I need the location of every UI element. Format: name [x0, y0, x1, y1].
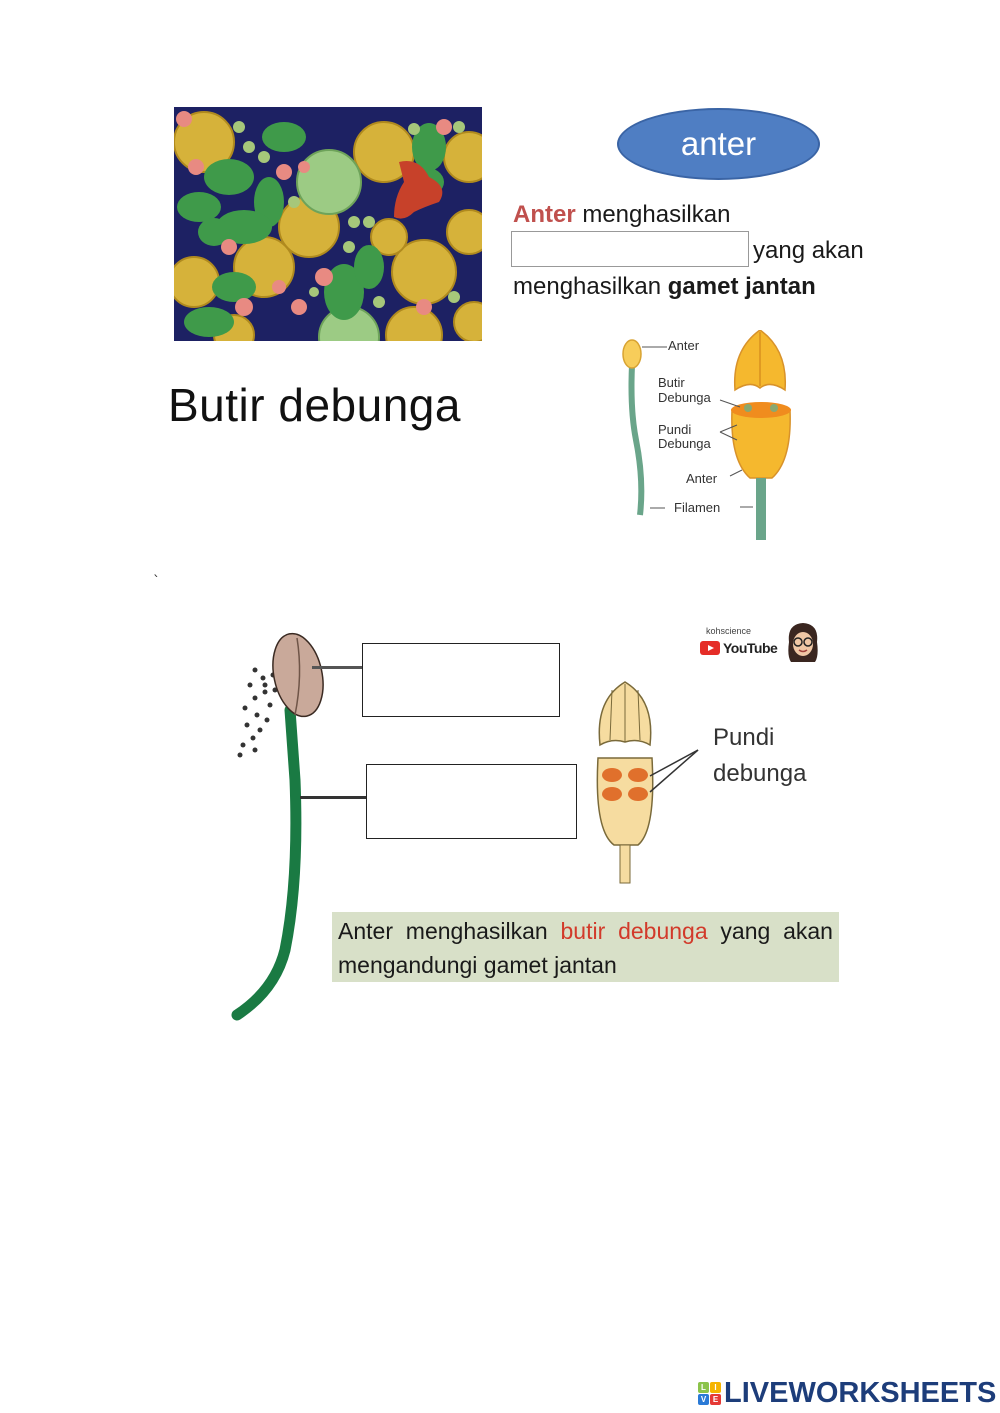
liveworksheets-logo: L I V E LIVEWORKSHEETS: [698, 1377, 996, 1410]
anter-oval-label: anter: [617, 108, 820, 180]
highlight-anter: Anter: [513, 201, 576, 228]
answer-box-anther[interactable]: [362, 643, 560, 717]
stray-mark: `: [153, 574, 160, 590]
pollen-grains-image: [174, 107, 482, 341]
answer-input-anter-produces[interactable]: [511, 231, 749, 267]
pundi-line-1: Pundi: [713, 724, 775, 751]
pollen-caption: Butir debunga: [168, 379, 461, 431]
label-debunga-2: Debunga: [658, 436, 711, 451]
oval-text: anter: [680, 125, 757, 162]
pundi-line-2: debunga: [713, 760, 807, 787]
note-highlight: butir debunga: [560, 918, 708, 944]
liveworksheets-brand: LIVEWORKSHEETS: [724, 1377, 997, 1409]
stamen-diagram: Anter Butir Debunga Pundi Debunga Anter …: [610, 329, 810, 545]
arrow-to-anther: [312, 666, 362, 669]
anther-cross-section: [590, 680, 700, 885]
gamet-jantan-bold: gamet jantan: [667, 273, 816, 300]
explanation-note: Anter menghasilkan butir debunga yang ak…: [332, 912, 839, 982]
avatar-icon: [785, 620, 821, 664]
note-suffix: yang akan mengandungi gamet jantan: [338, 918, 833, 978]
label-anter-top: Anter: [668, 338, 700, 353]
icon-letter-i: I: [710, 1382, 721, 1393]
answer-box-filament[interactable]: [366, 764, 577, 839]
label-butir: Butir: [658, 375, 685, 390]
paragraph-line-3: menghasilkan gamet jantan: [513, 269, 913, 305]
pundi-debunga-label: Pundi debunga: [713, 720, 806, 792]
icon-letter-l: L: [698, 1382, 709, 1393]
note-prefix: Anter menghasilkan: [338, 918, 561, 944]
youtube-text: YouTube: [723, 640, 778, 656]
anter-fill-in-paragraph: Anter menghasilkan yang akan menghasilka…: [513, 197, 913, 305]
label-pundi: Pundi: [658, 422, 692, 437]
paragraph-line-1: Anter menghasilkan: [513, 197, 913, 233]
icon-letter-v: V: [698, 1394, 709, 1405]
stamen-illustration: [622, 329, 791, 540]
label-debunga-1: Debunga: [658, 390, 711, 405]
label-filamen: Filamen: [674, 500, 721, 515]
youtube-logo: YouTube: [700, 640, 778, 656]
icon-letter-e: E: [710, 1394, 721, 1405]
arrow-to-filament: [300, 796, 366, 799]
youtube-play-icon: [700, 641, 720, 655]
paragraph-line-2: yang akan: [513, 233, 913, 269]
line2-text: yang akan: [753, 237, 864, 264]
line1-text: menghasilkan: [575, 201, 731, 228]
stamen-pollen-illustration: [225, 630, 365, 1025]
youtube-channel-name: kohscience: [706, 626, 752, 636]
line3-prefix: menghasilkan: [513, 273, 668, 300]
liveworksheets-icon: L I V E: [698, 1382, 721, 1405]
label-anter-bottom: Anter: [686, 471, 718, 486]
